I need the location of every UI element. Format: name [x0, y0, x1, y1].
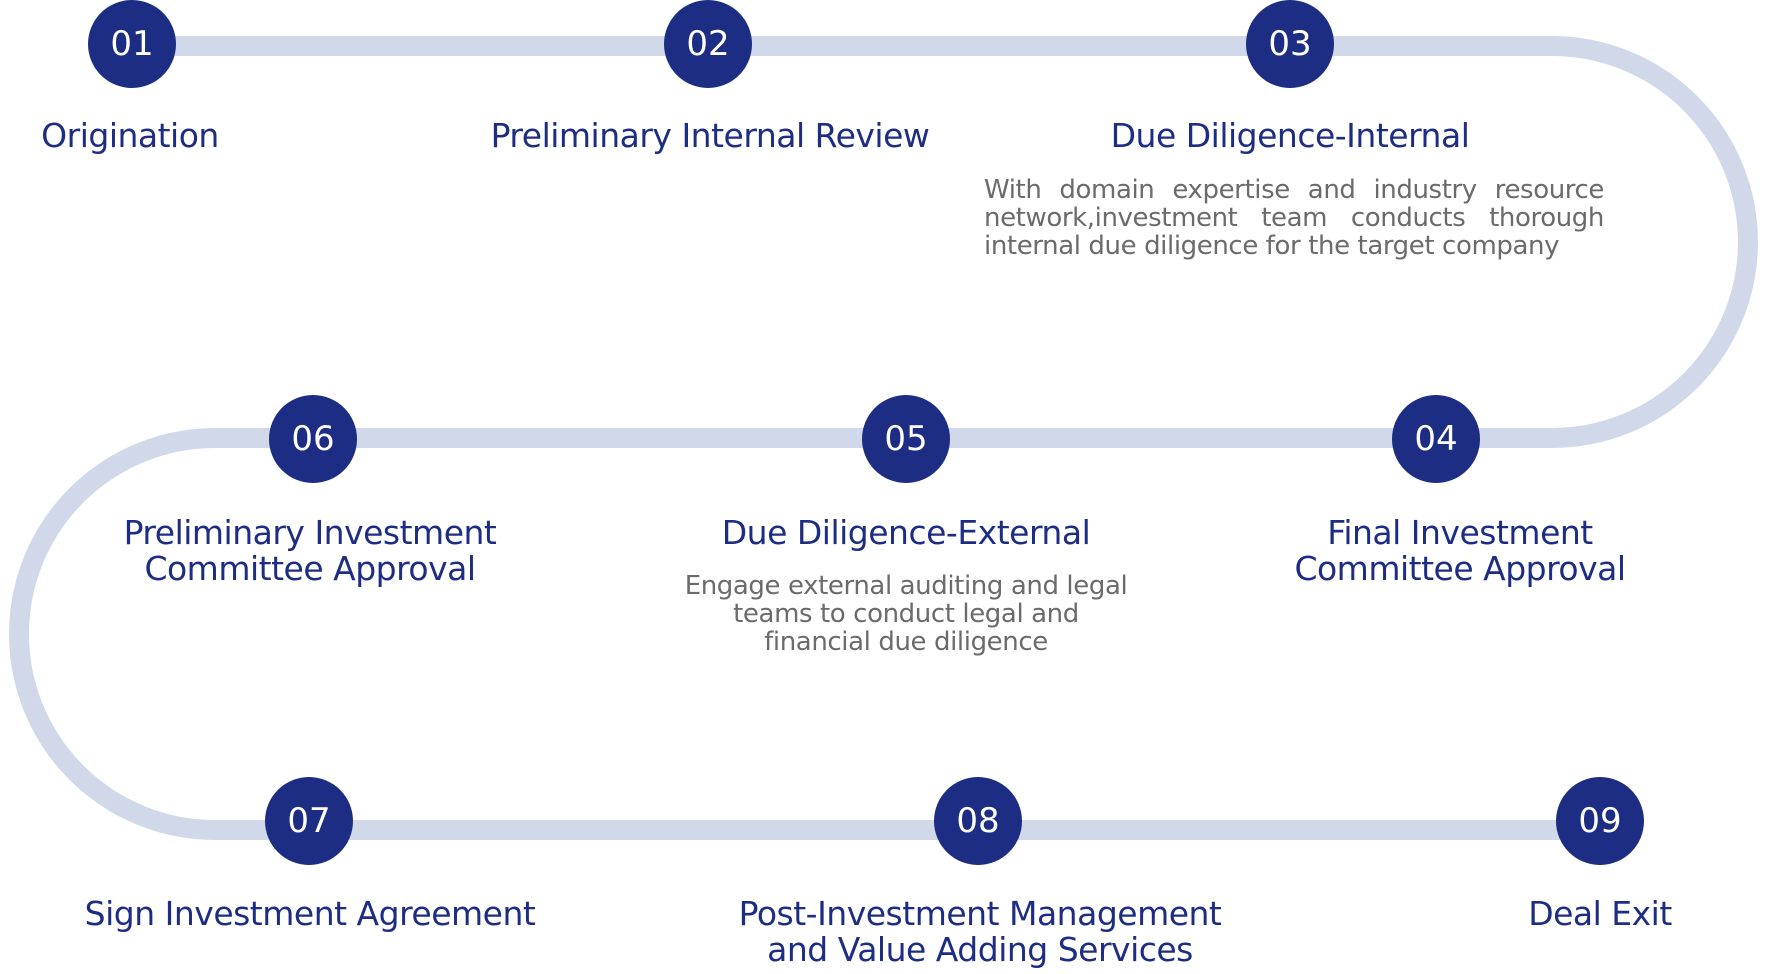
step-number-02: 02: [686, 24, 729, 64]
step-marker-02: 02: [664, 0, 752, 88]
step-description-05: Engage external auditing and legal teams…: [684, 571, 1128, 657]
step-number-06: 06: [291, 419, 334, 459]
step-number-07: 07: [287, 801, 330, 841]
step-circle-07: [265, 777, 353, 865]
step-circle-08: [934, 777, 1022, 865]
step-number-04: 04: [1414, 419, 1457, 459]
step-title-08: Post-Investment Management and Value Add…: [738, 894, 1222, 969]
step-circle-05: [862, 395, 950, 483]
step-title-06: Preliminary Investment Committee Approva…: [123, 513, 497, 588]
step-marker-01: 01: [88, 0, 176, 88]
step-marker-03: 03: [1246, 0, 1334, 88]
step-number-01: 01: [110, 24, 153, 64]
step-title-03: Due Diligence-Internal: [1110, 116, 1470, 155]
step-marker-04: 04: [1392, 395, 1480, 483]
step-number-03: 03: [1268, 24, 1311, 64]
step-circle-04: [1392, 395, 1480, 483]
step-circle-06: [269, 395, 357, 483]
step-circle-02: [664, 0, 752, 88]
step-circle-03: [1246, 0, 1334, 88]
step-circle-01: [88, 0, 176, 88]
step-title-09: Deal Exit: [1528, 894, 1672, 933]
step-title-04: Final Investment Committee Approval: [1294, 513, 1626, 588]
step-number-05: 05: [884, 419, 927, 459]
step-number-09: 09: [1578, 801, 1621, 841]
step-title-02: Preliminary Internal Review: [490, 116, 930, 155]
step-marker-07: 07: [265, 777, 353, 865]
step-marker-09: 09: [1556, 777, 1644, 865]
step-description-03: With domain expertise and industry resou…: [984, 175, 1604, 261]
step-title-05: Due Diligence-External: [721, 513, 1091, 552]
step-circle-09: [1556, 777, 1644, 865]
step-number-08: 08: [956, 801, 999, 841]
step-marker-06: 06: [269, 395, 357, 483]
step-title-01: Origination: [41, 116, 219, 155]
step-title-07: Sign Investment Agreement: [84, 894, 536, 933]
step-marker-08: 08: [934, 777, 1022, 865]
step-marker-05: 05: [862, 395, 950, 483]
